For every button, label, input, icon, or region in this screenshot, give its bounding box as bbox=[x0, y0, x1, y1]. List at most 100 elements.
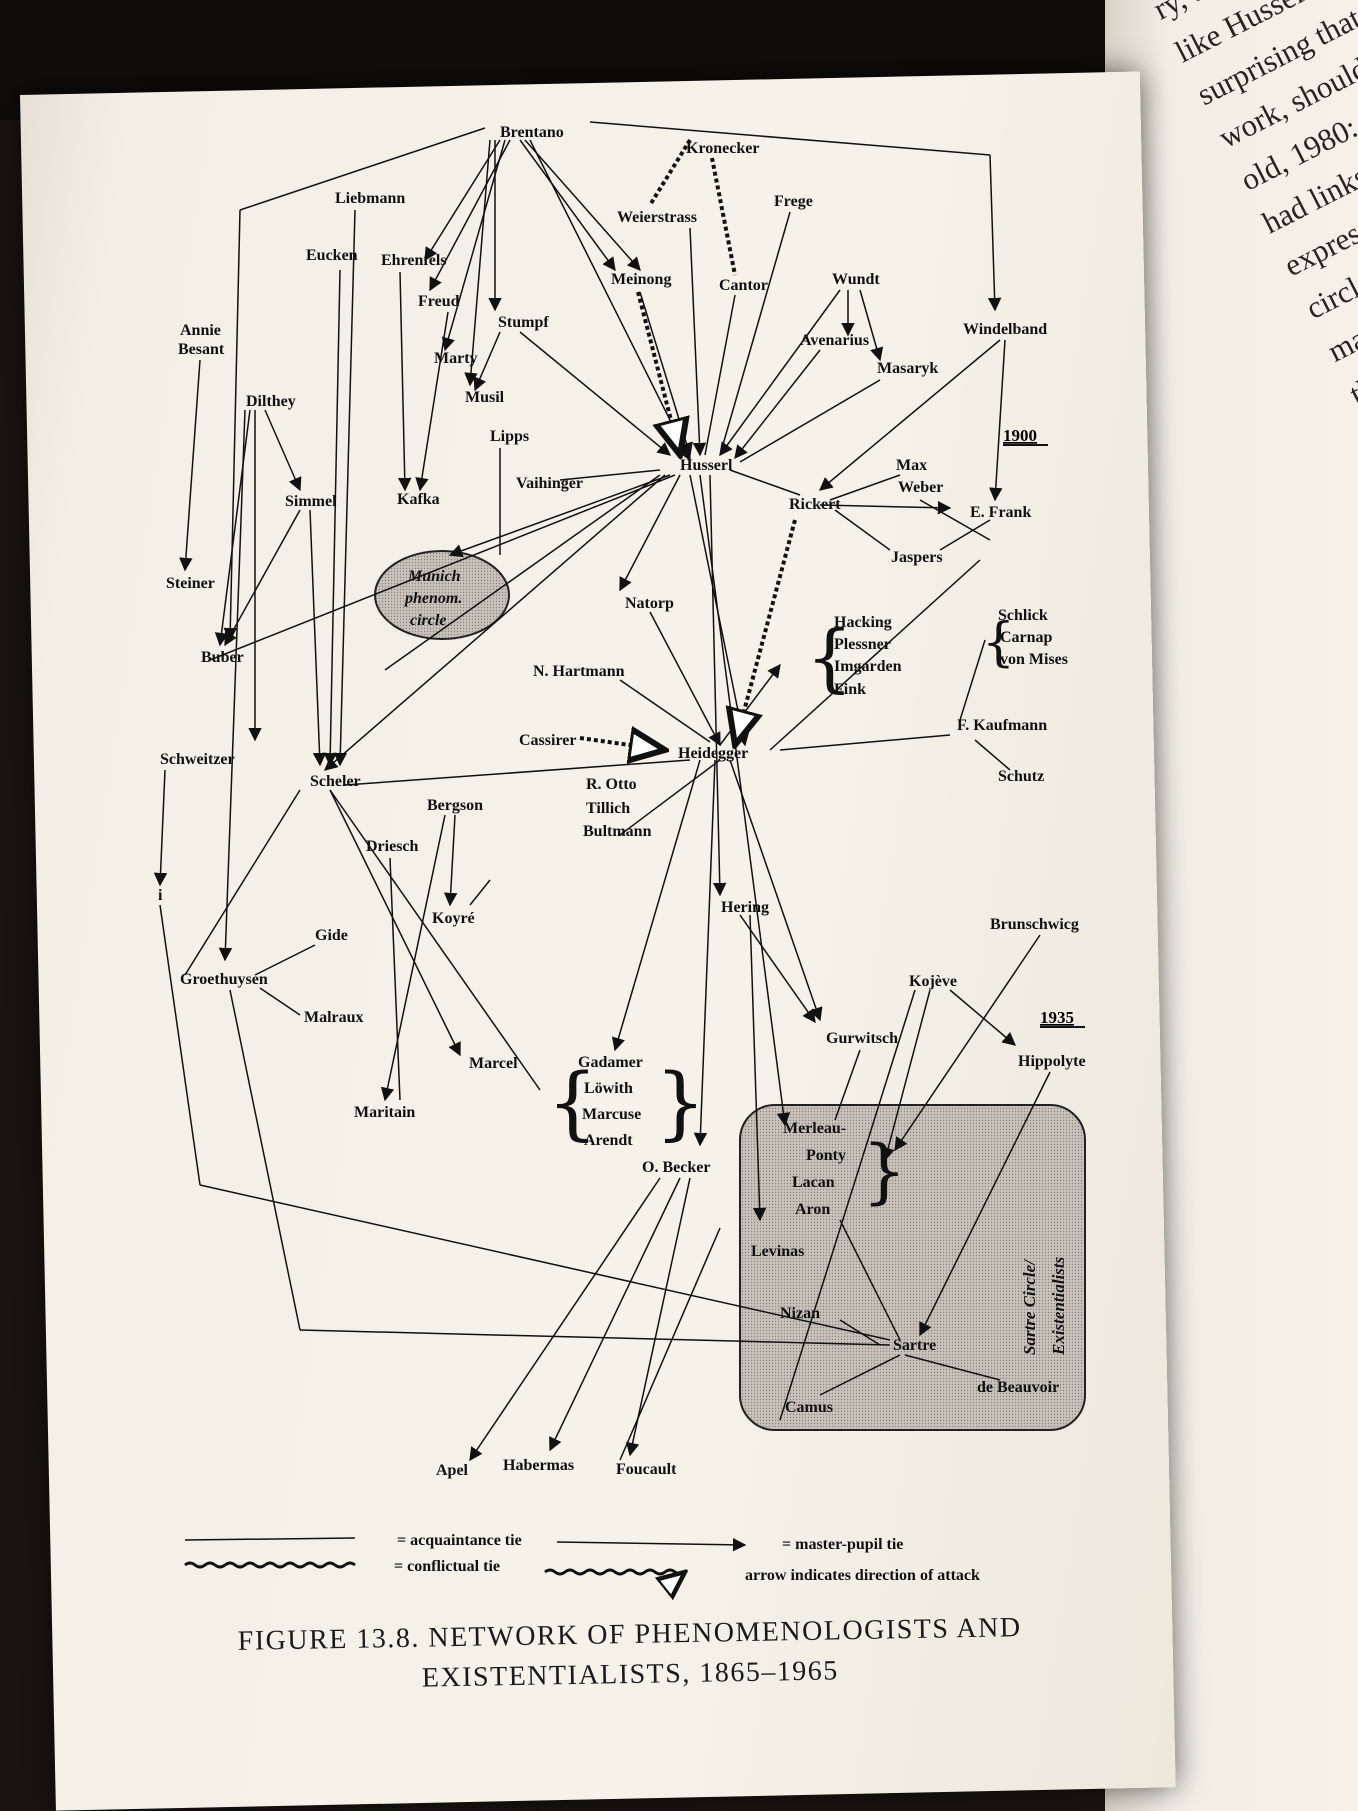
node-brentano: Brentano bbox=[500, 124, 564, 141]
master-pupil-edge bbox=[464, 139, 491, 387]
node-gadamer: Gadamer bbox=[578, 1054, 643, 1071]
node-kronecker: Kronecker bbox=[686, 140, 759, 157]
node-schlick: Schlick bbox=[998, 607, 1048, 624]
node-fkaufmann: F. Kaufmann bbox=[957, 717, 1047, 734]
node-brunschwicg: Brunschwicg bbox=[990, 916, 1079, 933]
master-pupil-edge bbox=[429, 139, 511, 292]
legend: = acquaintance tie = conflictual tie = m… bbox=[184, 1532, 980, 1584]
node-imgarden: Imgarden bbox=[834, 658, 902, 675]
node-meinong: Meinong bbox=[611, 271, 671, 288]
master-pupil-edge bbox=[469, 1177, 661, 1462]
master-pupil-edge bbox=[739, 914, 816, 1024]
node-maritain: Maritain bbox=[354, 1104, 415, 1121]
acquaintance-edge bbox=[959, 639, 986, 721]
master-pupil-edge bbox=[214, 409, 251, 647]
node-liebmann: Liebmann bbox=[335, 190, 405, 207]
acquaintance-edge bbox=[704, 294, 736, 456]
acquaintance-edge bbox=[719, 211, 791, 456]
acquaintance-edge bbox=[619, 679, 711, 743]
node-merleau: Merleau- bbox=[783, 1120, 846, 1137]
node-nizan: Nizan bbox=[780, 1305, 820, 1322]
node-cantor: Cantor bbox=[719, 277, 768, 294]
master-pupil-edge bbox=[689, 227, 707, 457]
conflictual-edge bbox=[648, 138, 692, 207]
node-jaspers: Jaspers bbox=[891, 549, 943, 566]
acquaintance-edge bbox=[834, 509, 891, 551]
sartre-circle-box bbox=[739, 1104, 1086, 1431]
acquaintance-edge bbox=[779, 989, 916, 1421]
node-ponty: Ponty bbox=[806, 1147, 846, 1164]
node-gide: Gide bbox=[315, 927, 348, 944]
node-stumpf: Stumpf bbox=[498, 314, 549, 331]
node-levinas: Levinas bbox=[751, 1243, 804, 1260]
node-scheler: Scheler bbox=[310, 773, 361, 790]
node-gurwitsch: Gurwitsch bbox=[826, 1030, 898, 1047]
acquaintance-edge bbox=[184, 789, 301, 976]
acquaintance-edge bbox=[469, 879, 491, 906]
node-avenarius: Avenarius bbox=[800, 332, 869, 349]
node-sartre-circle: Sartre Circle/ bbox=[1020, 1258, 1039, 1355]
master-pupil-edge bbox=[719, 663, 781, 746]
node-kafka: Kafka bbox=[397, 491, 440, 508]
node-hippolyte: Hippolyte bbox=[1018, 1053, 1086, 1070]
acquaintance-edge bbox=[939, 519, 991, 551]
brace-gadamer-left: { bbox=[547, 1056, 598, 1149]
master-pupil-edge bbox=[818, 339, 1001, 491]
node-tillich: Tillich bbox=[586, 800, 630, 817]
master-pupil-edge bbox=[549, 1177, 681, 1452]
master-pupil-edge bbox=[519, 331, 672, 456]
acquaintance-edge bbox=[389, 857, 401, 1101]
node-ehrenfels: Ehrenfels bbox=[381, 252, 446, 269]
acquaintance-edge bbox=[559, 469, 661, 481]
acquaintance-edge bbox=[819, 1354, 901, 1396]
node-bergson: Bergson bbox=[427, 797, 483, 814]
acquaintance-edge bbox=[384, 474, 661, 671]
node-lipps: Lipps bbox=[490, 428, 529, 445]
master-pupil-edge bbox=[323, 474, 666, 771]
node-heidegger: Heidegger bbox=[678, 745, 748, 762]
node-hacking: Hacking bbox=[834, 614, 892, 631]
master-pupil-edge bbox=[709, 474, 727, 897]
master-pupil-edge bbox=[153, 769, 168, 887]
master-pupil-edge bbox=[719, 289, 841, 457]
master-pupil-edge bbox=[734, 349, 821, 460]
master-pupil-edge bbox=[894, 934, 1041, 1152]
master-pupil-edge bbox=[619, 474, 681, 592]
brace-hacking: { bbox=[806, 615, 853, 701]
node-sartre: Sartre bbox=[893, 1337, 936, 1354]
master-pupil-edge bbox=[625, 1177, 691, 1457]
master-pupil-edge bbox=[224, 509, 301, 647]
master-pupil-edge bbox=[949, 989, 1017, 1046]
master-pupil-edge bbox=[323, 269, 341, 767]
acquaintance-edge bbox=[239, 127, 486, 211]
node-kojeve: Kojève bbox=[909, 973, 957, 990]
acquaintance-edge bbox=[254, 944, 316, 976]
node-buber: Buber bbox=[201, 649, 244, 666]
acquaintance-edge bbox=[299, 1329, 891, 1346]
master-pupil-edge bbox=[473, 331, 501, 392]
node-apel: Apel bbox=[436, 1462, 469, 1479]
node-nhartmann: N. Hartmann bbox=[533, 663, 625, 680]
node-hering: Hering bbox=[721, 899, 769, 916]
acquaintance-edge bbox=[739, 379, 881, 463]
node-schutz: Schutz bbox=[998, 768, 1044, 785]
node-max: Max bbox=[896, 457, 927, 474]
node-lacan: Lacan bbox=[792, 1174, 835, 1191]
node-natorp: Natorp bbox=[625, 595, 674, 612]
master-pupil-edge bbox=[529, 139, 691, 462]
master-pupil-edge bbox=[333, 209, 356, 767]
node-munich: Munich bbox=[407, 568, 461, 585]
acquaintance-edge bbox=[729, 469, 801, 496]
acquaintance-edge bbox=[839, 1219, 901, 1341]
node-besant: Besant bbox=[178, 341, 225, 358]
node-koyre: Koyré bbox=[432, 910, 475, 927]
node-foucault: Foucault bbox=[616, 1461, 677, 1478]
node-malraux: Malraux bbox=[304, 1009, 364, 1026]
node-vonmises: von Mises bbox=[1000, 651, 1068, 668]
master-pupil-edge bbox=[179, 359, 201, 572]
node-marcuse: Marcuse bbox=[582, 1106, 641, 1123]
brace-schlick: { bbox=[982, 613, 1015, 673]
acquaintance-edge bbox=[209, 474, 676, 661]
edge-layer bbox=[153, 121, 1051, 1462]
legend-attack: arrow indicates direction of attack bbox=[745, 1567, 980, 1584]
